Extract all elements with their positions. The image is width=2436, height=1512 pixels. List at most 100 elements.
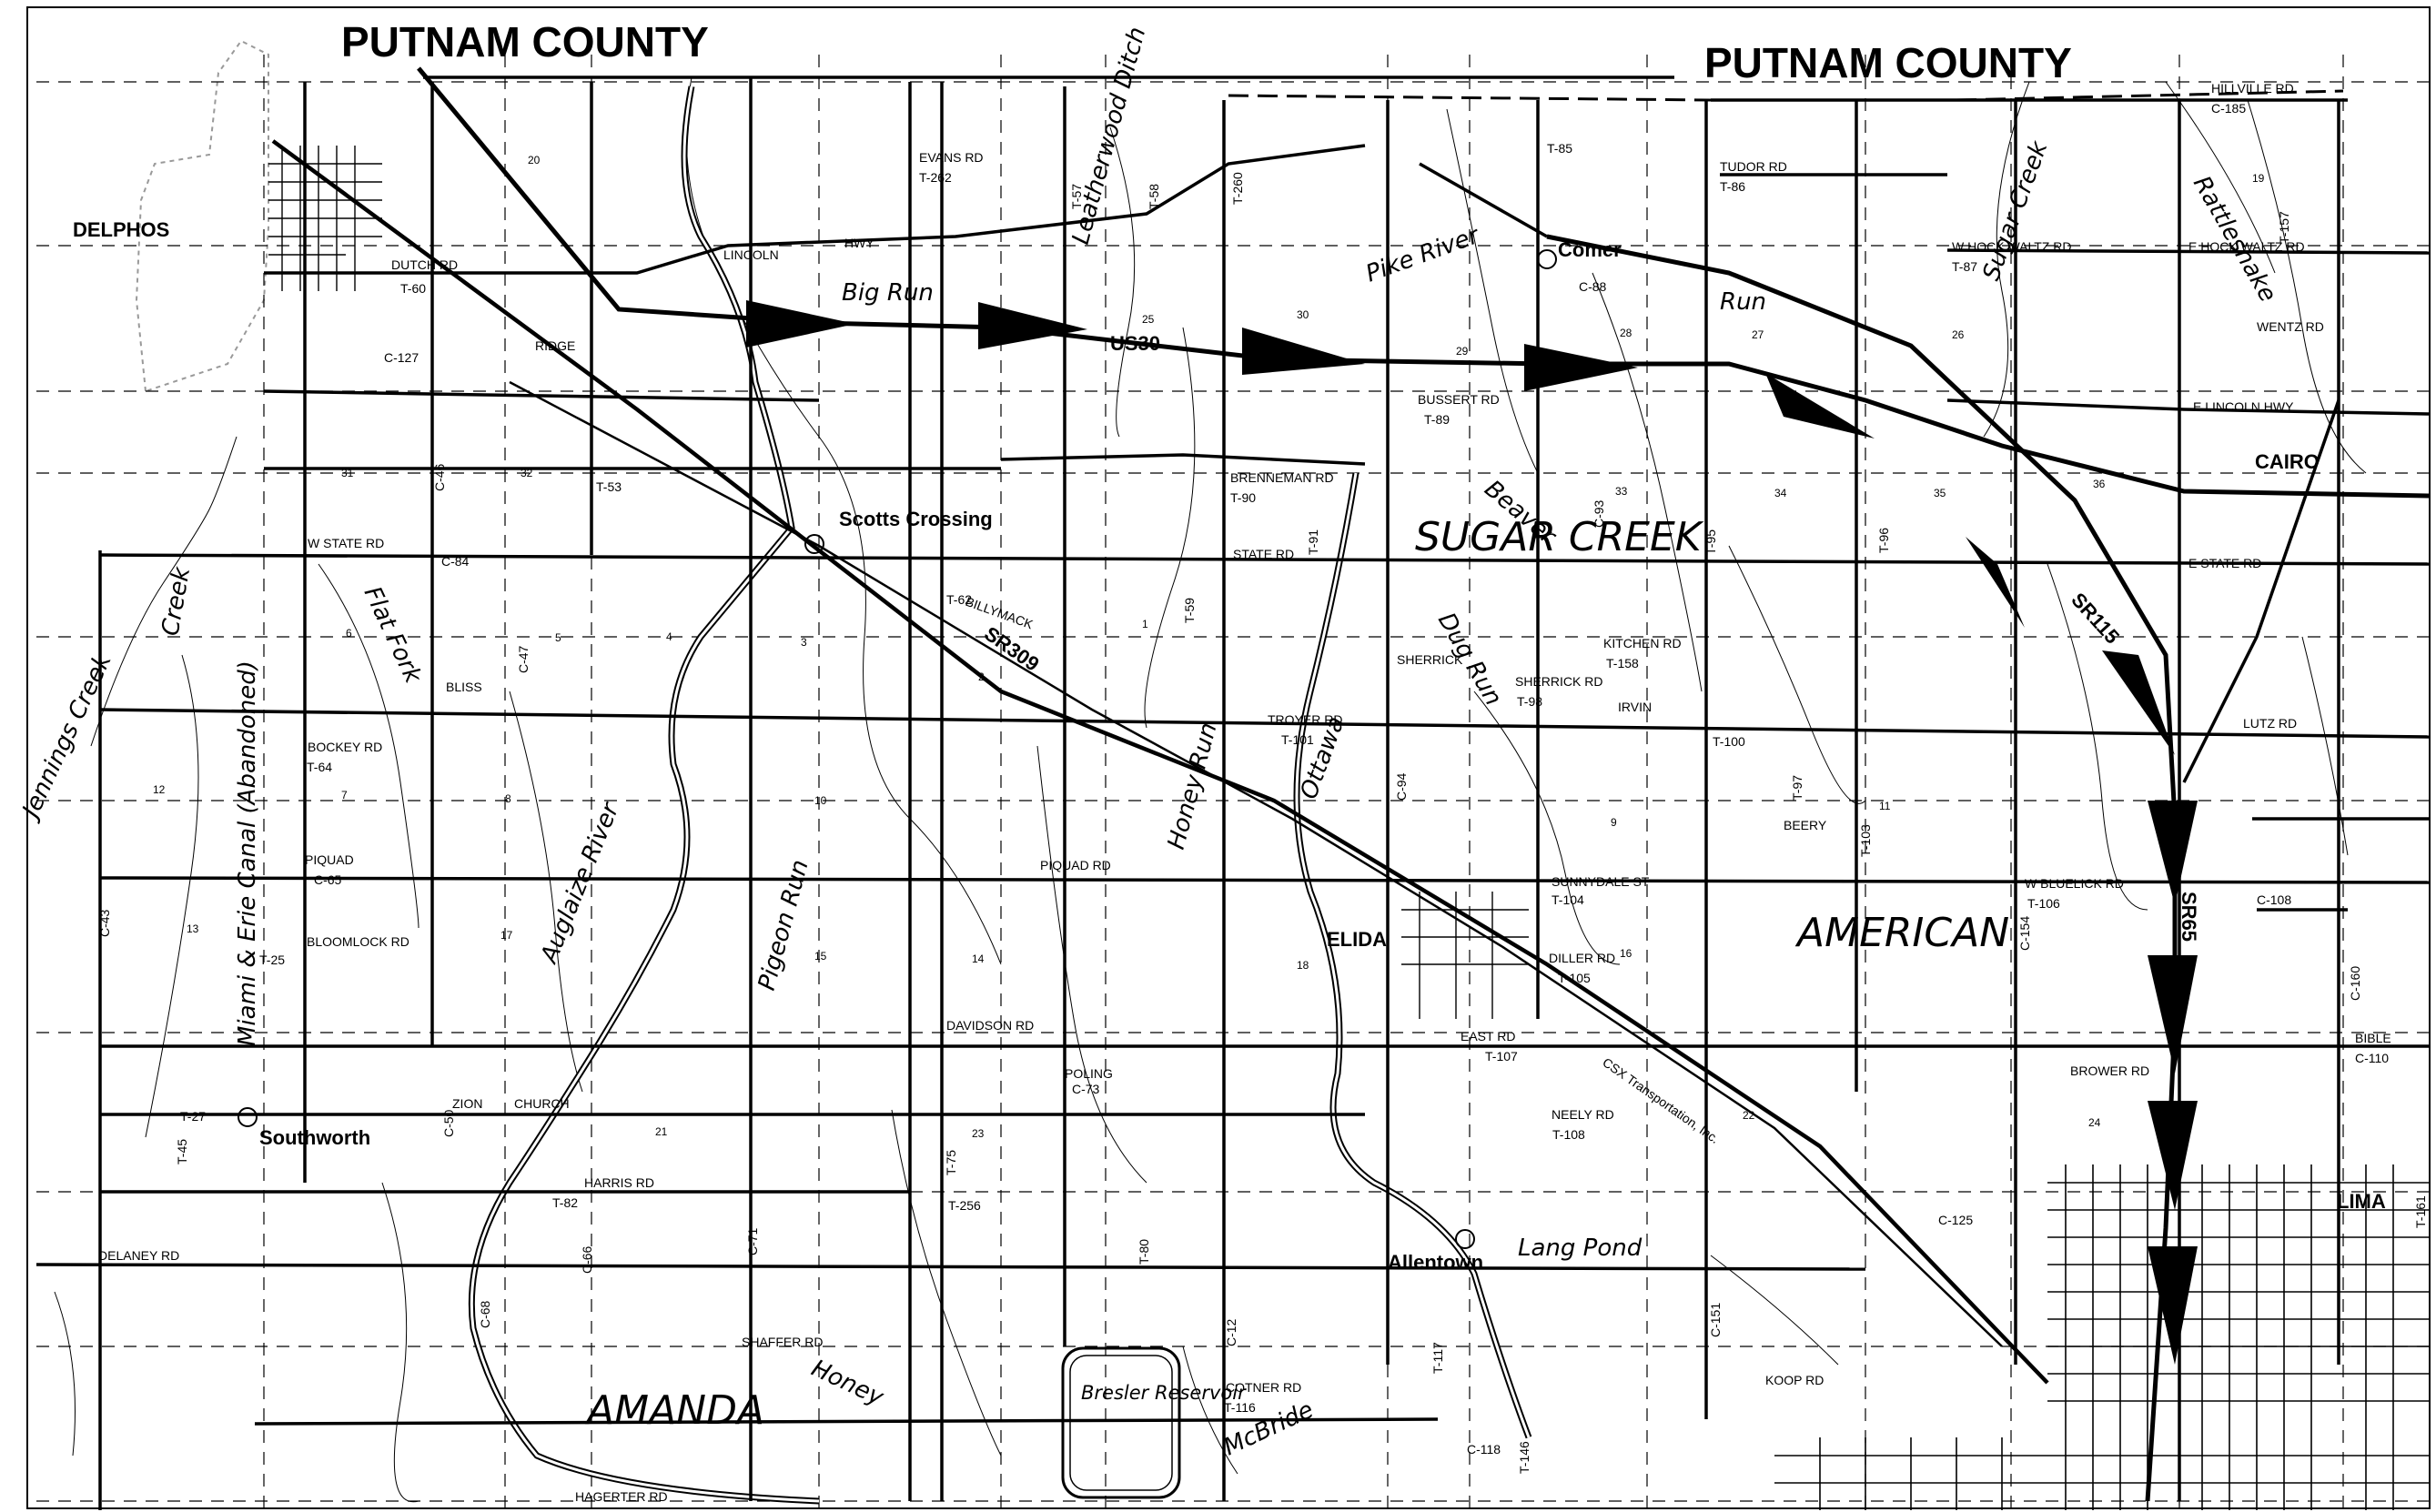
c-road-154: C-154 bbox=[2017, 916, 2032, 951]
township-american: AMERICAN bbox=[1794, 910, 2009, 956]
auglaize-river bbox=[468, 86, 820, 1505]
csx-railroad bbox=[509, 380, 2003, 1347]
c-road-50: C-50 bbox=[441, 1109, 456, 1137]
section-18: 18 bbox=[1297, 959, 1309, 972]
t-road-97: T-97 bbox=[1790, 775, 1804, 801]
arrow-7 bbox=[2102, 650, 2175, 755]
arrow-5 bbox=[1765, 373, 1875, 438]
section-30: 30 bbox=[1297, 308, 1309, 321]
t-road-103: T-103 bbox=[1858, 824, 1873, 857]
cairo-diagonal-road bbox=[2182, 399, 2340, 783]
road-sunnydale: SUNNYDALE ST bbox=[1552, 874, 1650, 889]
road-bockey: BOCKEY RD bbox=[308, 740, 382, 754]
t-road-89: T-89 bbox=[1424, 412, 1450, 427]
streams bbox=[54, 76, 2367, 1503]
road-koop: KOOP RD bbox=[1765, 1373, 1824, 1387]
road-wentz: WENTZ RD bbox=[2257, 319, 2324, 334]
t-road-45: T-45 bbox=[175, 1139, 189, 1164]
t-road-53: T-53 bbox=[596, 479, 622, 494]
direction-arrows bbox=[746, 300, 2198, 1365]
road-lutz: LUTZ RD bbox=[2243, 716, 2297, 731]
t-road-104: T-104 bbox=[1552, 892, 1584, 907]
t-road-101: T-101 bbox=[1281, 732, 1314, 747]
road-hwy: HWY bbox=[844, 236, 874, 250]
section-3: 3 bbox=[801, 636, 807, 649]
road-w-hock-waltz: W HOCK WALTZ RD bbox=[1952, 239, 2071, 254]
town-lima: LIMA bbox=[2337, 1190, 2386, 1213]
label-pike-river: Pike River bbox=[1362, 221, 1484, 287]
c-road-71: C-71 bbox=[745, 1227, 760, 1255]
road-state: STATE RD bbox=[1233, 547, 1294, 561]
road-harris: HARRIS RD bbox=[584, 1175, 654, 1190]
road-troyer: TROYER RD bbox=[1268, 712, 1342, 727]
c-road-108: C-108 bbox=[2257, 892, 2291, 907]
delphos-street-grid bbox=[268, 146, 382, 291]
county-label-west: PUTNAM COUNTY bbox=[341, 18, 709, 66]
section-21: 21 bbox=[655, 1125, 668, 1138]
label-auglaize-river: Auglaize River bbox=[535, 797, 625, 968]
road-davidson: DAVIDSON RD bbox=[946, 1018, 1034, 1033]
arrow-3 bbox=[1242, 328, 1365, 375]
town-comer: Comer bbox=[1558, 238, 1622, 261]
arrow-6 bbox=[1966, 537, 2025, 628]
bresler-reservoir bbox=[1061, 1346, 1181, 1499]
road-evans: EVANS RD bbox=[919, 150, 984, 165]
t-road-161: T-161 bbox=[2413, 1195, 2428, 1228]
section-11: 11 bbox=[1879, 800, 1891, 812]
label-honey-run: Honey Run bbox=[1163, 720, 1223, 852]
road-brenneman: BRENNEMAN RD bbox=[1230, 470, 1334, 485]
road-neely: NEELY RD bbox=[1552, 1107, 1614, 1122]
t-road-62: T-62 bbox=[946, 592, 972, 607]
t-road-256: T-256 bbox=[948, 1198, 981, 1213]
road-bible: BIBLE bbox=[2355, 1031, 2391, 1045]
road-tudor: TUDOR RD bbox=[1720, 159, 1787, 174]
township-sugar-creek: SUGAR CREEK bbox=[1415, 514, 1704, 560]
c-road-93: C-93 bbox=[1592, 499, 1606, 528]
road-e-state: E STATE RD bbox=[2188, 556, 2261, 570]
t-road-100: T-100 bbox=[1713, 734, 1745, 749]
road-hillville: HILLVILLE RD bbox=[2211, 81, 2294, 96]
road-brower: BROWER RD bbox=[2070, 1063, 2149, 1078]
c-road-127: C-127 bbox=[384, 350, 419, 365]
road-network bbox=[35, 76, 2431, 1510]
section-27: 27 bbox=[1752, 328, 1764, 341]
t-road-57: T-57 bbox=[1069, 184, 1084, 209]
c-road-68: C-68 bbox=[478, 1300, 492, 1328]
label-bresler-reservoir: Bresler Reservoir bbox=[1081, 1382, 1247, 1404]
c-road-160: C-160 bbox=[2348, 966, 2362, 1001]
t-road-59: T-59 bbox=[1182, 598, 1197, 623]
ottawa-river-inner bbox=[1295, 472, 1531, 1438]
us30-highway bbox=[417, 66, 2431, 499]
town-delphos: DELPHOS bbox=[73, 218, 169, 241]
road-shaffer: SHAFFER RD bbox=[742, 1335, 823, 1349]
t-road-96: T-96 bbox=[1876, 528, 1891, 553]
section-4: 4 bbox=[666, 630, 672, 643]
section-33: 33 bbox=[1615, 485, 1628, 498]
section-23: 23 bbox=[972, 1127, 985, 1140]
t-road-82: T-82 bbox=[552, 1195, 578, 1210]
t-road-75: T-75 bbox=[944, 1150, 958, 1175]
t-road-90: T-90 bbox=[1230, 490, 1256, 505]
arrow-1 bbox=[746, 300, 855, 348]
section-6: 6 bbox=[346, 627, 352, 640]
label-jennings-creek: Jennings Creek bbox=[15, 649, 117, 825]
t-road-25: T-25 bbox=[259, 953, 285, 967]
road-w-state: W STATE RD bbox=[308, 536, 384, 550]
t-road-108: T-108 bbox=[1552, 1127, 1585, 1142]
auglaize-river-inner bbox=[470, 86, 820, 1503]
t-road-95: T-95 bbox=[1703, 529, 1718, 555]
town-scotts-crossing: Scotts Crossing bbox=[839, 508, 993, 530]
section-35: 35 bbox=[1934, 487, 1946, 499]
t-road-157: T-157 bbox=[2277, 211, 2291, 244]
arrow-11 bbox=[2148, 1246, 2198, 1365]
c-road-65: C-65 bbox=[314, 872, 342, 887]
t-road-91: T-91 bbox=[1306, 529, 1320, 555]
road-cotner: COTNER RD bbox=[1226, 1380, 1301, 1395]
road-bliss: BLISS bbox=[446, 680, 482, 694]
c-road-84: C-84 bbox=[441, 554, 470, 569]
section-36: 36 bbox=[2093, 478, 2106, 490]
road-hagerter: HAGERTER RD bbox=[575, 1489, 668, 1504]
bresler-reservoir-inner bbox=[1069, 1355, 1173, 1491]
